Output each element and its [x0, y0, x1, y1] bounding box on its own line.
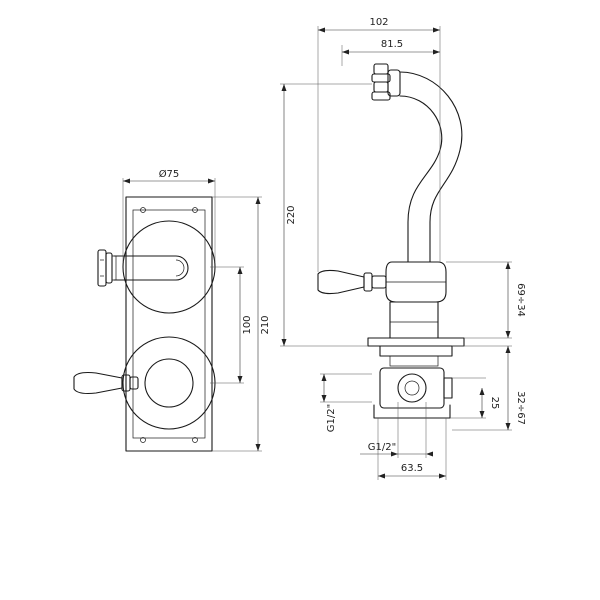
side-view: 102 81.5 220 69÷34 25 32÷67 — [280, 17, 526, 480]
arrow — [342, 49, 349, 55]
wall-plate — [379, 345, 453, 357]
dim-thread-horizontal: G1/2" — [368, 442, 396, 453]
dim-thread-vertical: G1/2" — [326, 404, 337, 432]
dim-spout-height: 220 — [286, 205, 297, 224]
side-lever-collar — [363, 272, 373, 292]
wall-flange — [367, 337, 465, 347]
arrow — [505, 262, 511, 269]
spout-front — [113, 255, 189, 281]
screw-hole-bl — [140, 437, 146, 443]
lower-rosette — [122, 336, 216, 430]
front-view: Ø75 100 210 — [73, 168, 271, 452]
dim-spout-reach-inner: 81.5 — [381, 39, 403, 50]
spout-tip-collar — [387, 69, 401, 97]
arrow — [426, 451, 433, 457]
arrow — [321, 374, 327, 381]
arrow — [237, 267, 243, 274]
spout-tip-ring-1 — [371, 73, 391, 83]
arrow — [255, 197, 261, 204]
spout-tube-inner — [399, 95, 443, 263]
arrow — [479, 388, 485, 395]
arrow — [281, 84, 287, 91]
upper-rosette — [122, 220, 216, 314]
outlet-stub — [443, 377, 453, 399]
spout-tip-cap — [373, 63, 389, 75]
spout-collar — [111, 255, 117, 281]
mount-bracket — [373, 404, 451, 419]
arrow — [237, 376, 243, 383]
arrow — [505, 331, 511, 338]
arrow — [479, 411, 485, 418]
screw-hole-tl — [140, 207, 146, 213]
spout-tip-ring-2 — [373, 81, 389, 93]
arrow — [321, 395, 327, 402]
arrow — [505, 346, 511, 353]
dim-body-depth: 25 — [489, 397, 500, 410]
mixer-lever — [73, 371, 123, 395]
plate-recess — [132, 209, 206, 439]
wall-sleeve — [389, 355, 439, 367]
screw-hole-tr — [192, 207, 198, 213]
side-lever-stem — [371, 275, 387, 289]
arrow — [281, 339, 287, 346]
arrow — [208, 178, 215, 184]
arrow — [255, 444, 261, 451]
back-plate — [125, 196, 213, 452]
body-neck — [389, 301, 439, 339]
spout-mouth — [175, 259, 185, 277]
dim-plate-diameter: Ø75 — [159, 168, 180, 180]
arrow — [433, 27, 440, 33]
arrow — [391, 451, 398, 457]
inlet-outer — [397, 373, 427, 403]
mixer-hub — [144, 358, 194, 408]
arrow — [318, 27, 325, 33]
spout-cap-inner — [105, 252, 113, 284]
spout-cap-outer — [97, 249, 107, 287]
arrow — [505, 423, 511, 430]
dim-spout-reach: 102 — [369, 17, 388, 28]
arrow — [123, 178, 130, 184]
spout-tip-ring-3 — [371, 91, 391, 101]
inlet-inner — [404, 380, 420, 396]
spout-tube-outer — [399, 71, 463, 263]
arrow — [433, 49, 440, 55]
side-lever — [317, 269, 365, 295]
dim-body-width: 63.5 — [401, 463, 423, 474]
arrow — [378, 473, 385, 479]
dim-wall-range: 32÷67 — [515, 391, 526, 425]
dim-spacing: 100 — [242, 315, 253, 334]
screw-hole-br — [192, 437, 198, 443]
dim-adjust-range: 69÷34 — [515, 283, 526, 317]
lever-collar-2 — [129, 376, 139, 390]
arrow — [439, 473, 446, 479]
dim-plate-height: 210 — [260, 315, 271, 334]
